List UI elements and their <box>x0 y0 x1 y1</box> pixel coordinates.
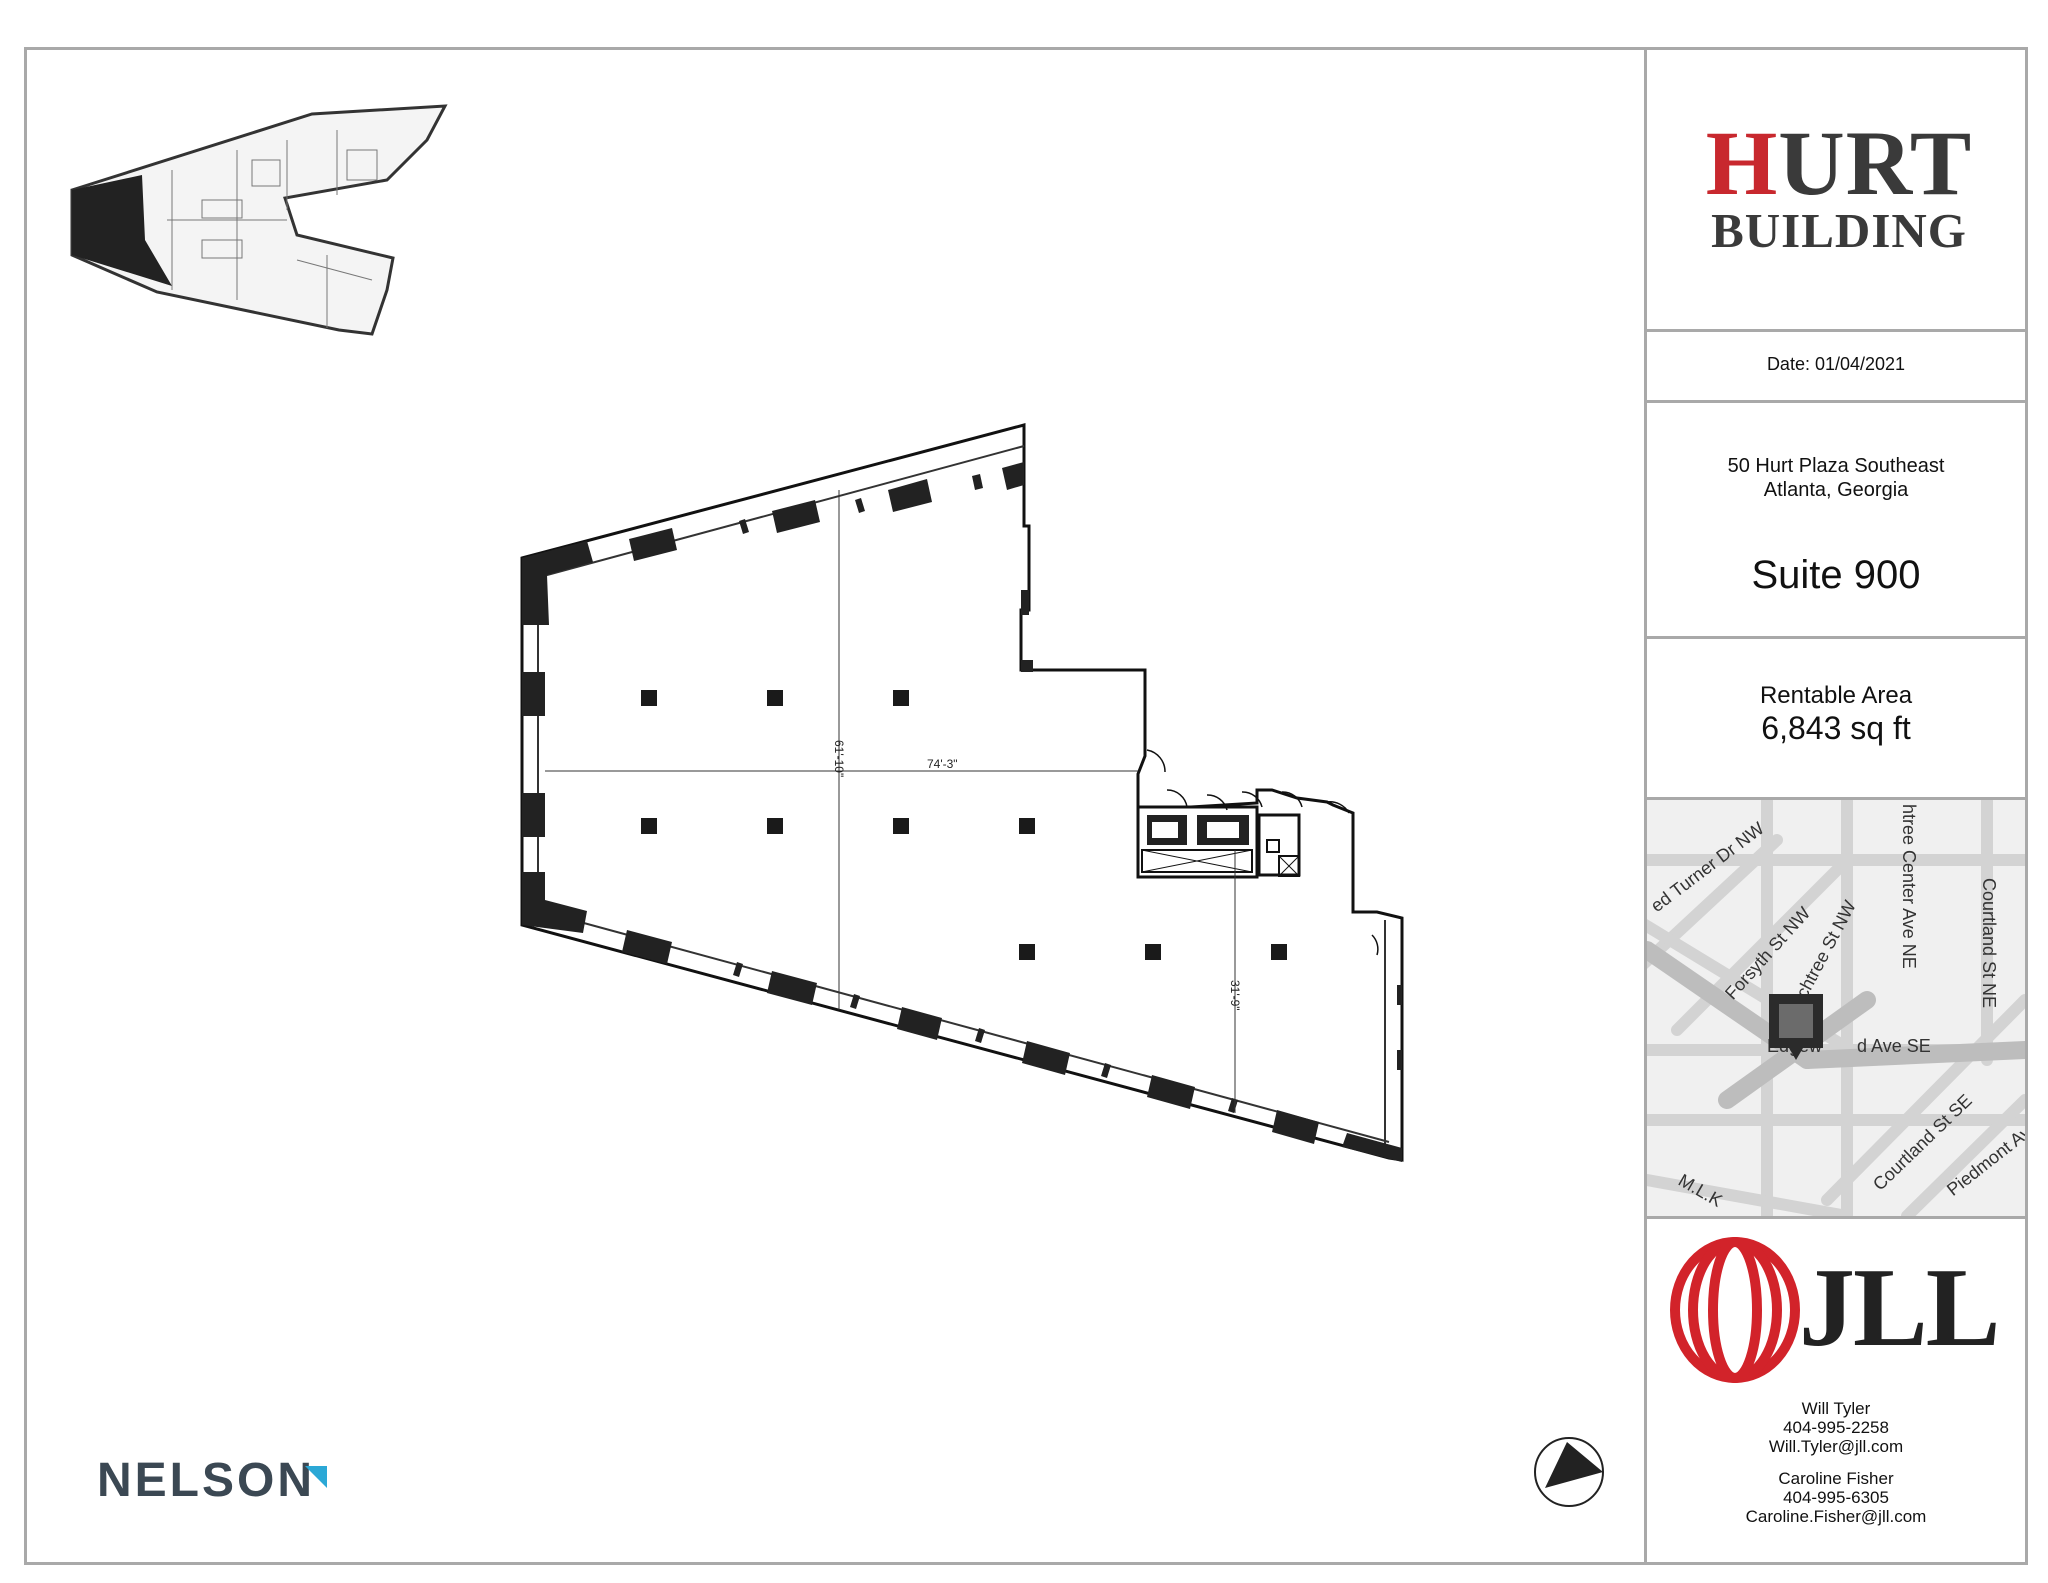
building-logo: HURT BUILDING <box>1647 50 2025 332</box>
contact-phone: 404-995-6305 <box>1783 1488 1889 1507</box>
map-street-label: d Ave SE <box>1857 1036 1931 1056</box>
drawing-area: 74'-3" 61'-10" 31'-9" NELSON <box>27 50 1644 1562</box>
nelson-logo-mark <box>305 1466 327 1488</box>
building-logo-title: HURT <box>1705 112 1973 214</box>
dimension-vertical-right: 31'-9" <box>1228 980 1242 1011</box>
map-street-label: htree Center Ave NE <box>1899 804 1919 969</box>
suite-number: Suite 900 <box>1751 553 1921 597</box>
jll-logo: JLL <box>1647 1219 2025 1399</box>
contacts: Will Tyler 404-995-2258 Will.Tyler@jll.c… <box>1647 1399 2025 1562</box>
date-cell: Date: 01/04/2021 <box>1647 332 2025 403</box>
date: Date: 01/04/2021 <box>1766 354 1906 374</box>
floor-plan-drawing: 74'-3" 61'-10" 31'-9" <box>70 104 1604 1507</box>
contact-name: Caroline Fisher <box>1778 1469 1894 1488</box>
jll-wordmark: JLL <box>1799 1246 2000 1370</box>
dimension-vertical-left: 61'-10" <box>832 740 846 777</box>
address-line1: 50 Hurt Plaza Southeast <box>1727 455 1945 477</box>
map-street-label: Courtland St NE <box>1979 878 1999 1009</box>
contact-email[interactable]: Will.Tyler@jll.com <box>1768 1437 1904 1456</box>
jll-logo-mark <box>1670 1237 1800 1383</box>
title-block: HURT BUILDING Date: 01/04/2021 50 Hurt P… <box>1644 50 2025 1562</box>
rentable-area-label: Rentable Area <box>1759 682 1913 709</box>
dimension-horizontal: 74'-3" <box>927 757 958 771</box>
contact-email[interactable]: Caroline.Fisher@jll.com <box>1745 1507 1927 1526</box>
wall-piers <box>522 462 1402 1162</box>
north-arrow-icon <box>1534 1437 1604 1507</box>
nelson-logo: NELSON <box>97 1454 316 1507</box>
rentable-area-cell: Rentable Area 6,843 sq ft <box>1647 639 2025 800</box>
building-logo-subtitle: BUILDING <box>1711 203 1967 258</box>
key-plan-icon <box>70 104 448 336</box>
contact-phone: 404-995-2258 <box>1783 1418 1889 1437</box>
map-streets <box>1647 800 2025 1216</box>
contact-name: Will Tyler <box>1801 1399 1871 1418</box>
location-map: ed Turner Dr NW Forsyth St NW Peachtree … <box>1647 800 2025 1219</box>
columns <box>641 690 1287 960</box>
address-cell: 50 Hurt Plaza Southeast Atlanta, Georgia… <box>1647 403 2025 639</box>
location-marker-icon <box>1769 994 1823 1060</box>
rentable-area-value: 6,843 sq ft <box>1761 710 1911 746</box>
dimension-lines <box>545 490 1236 1113</box>
floor-plan-sheet: 74'-3" 61'-10" 31'-9" NELSON HURT BUILDI… <box>24 47 2028 1565</box>
address-line2: Atlanta, Georgia <box>1763 479 1909 501</box>
core-area <box>1136 749 1379 956</box>
